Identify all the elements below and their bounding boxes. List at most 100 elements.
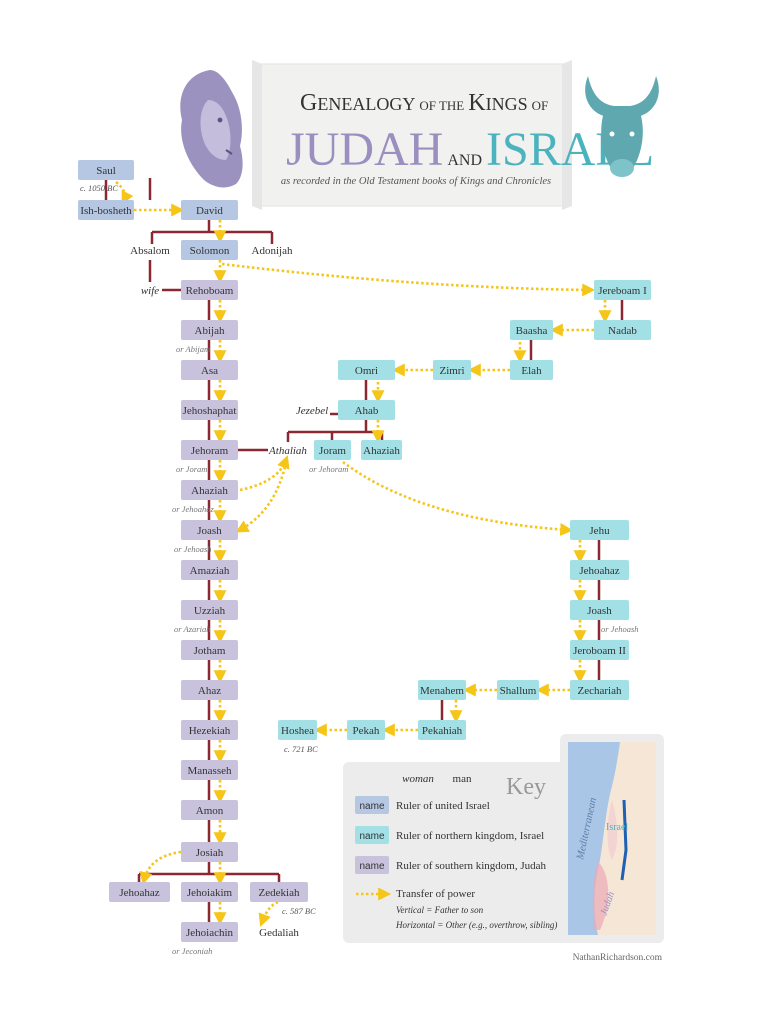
- king-label: Jereboam I: [598, 285, 647, 297]
- box-fill: [510, 320, 553, 340]
- king-abijah: Abijah: [181, 320, 238, 340]
- king-label: Hezekiah: [189, 725, 231, 737]
- box-fill: [181, 400, 238, 420]
- transfer-arrow: [115, 181, 134, 205]
- king-zimri: Zimri: [433, 360, 471, 380]
- king-label: Zedekiah: [259, 887, 300, 899]
- king-zechariah: Zechariah: [570, 680, 629, 700]
- transfer-arrows: [115, 181, 612, 927]
- transfer-arrow: [235, 461, 288, 533]
- king-label: Jehoram: [191, 445, 229, 457]
- king-baasha: Baasha: [510, 320, 553, 340]
- map-israel-label: Israel: [606, 822, 628, 833]
- box-fill: [181, 600, 238, 620]
- king-label: Omri: [355, 365, 378, 377]
- title-judah: JUDAH: [286, 123, 443, 176]
- key-swatch-north: [355, 826, 389, 844]
- king-ahab: Ahab: [338, 400, 395, 420]
- key-swatch-united: [355, 796, 389, 814]
- box-fill: [338, 400, 395, 420]
- box-fill: [181, 360, 238, 380]
- box-fill: [570, 560, 629, 580]
- king-label: Menahem: [420, 685, 464, 697]
- king-solomon: Solomon: [181, 240, 238, 260]
- box-fill: [418, 720, 466, 740]
- king-label: Jehoahaz: [119, 887, 159, 899]
- king-zedekiah: Zedekiah: [250, 882, 308, 902]
- transfer-arrow: [221, 262, 596, 297]
- key-horizontal: Horizontal = Other (e.g., overthrow, sib…: [395, 920, 557, 930]
- key-swatch-label: name: [359, 861, 384, 872]
- key-united: Ruler of united Israel: [396, 800, 490, 812]
- box-fill: [181, 720, 238, 740]
- key-transfer: Transfer of power: [396, 888, 475, 900]
- transfer-arrow: [258, 900, 279, 927]
- king-menahem: Menahem: [418, 680, 466, 700]
- transfer-arrow: [342, 460, 574, 536]
- king-ishbosheth: Ish-bosheth: [78, 200, 134, 220]
- king-joash-judah: Joash: [181, 520, 238, 540]
- box-fill: [181, 480, 238, 500]
- king-manasseh: Manasseh: [181, 760, 238, 780]
- box-fill: [418, 680, 466, 700]
- king-ahaziah-israel: Ahaziah: [361, 440, 402, 460]
- title-line1: GENEALOGY OF THE KINGS OF: [300, 90, 548, 116]
- king-label: Ahaziah: [191, 485, 228, 497]
- king-jehoiachin: Jehoiachin: [181, 922, 238, 942]
- king-hezekiah: Hezekiah: [181, 720, 238, 740]
- note-uzziah: or Azariah: [174, 624, 210, 634]
- key-woman: woman: [402, 773, 434, 785]
- king-label: Joash: [197, 525, 222, 537]
- box-fill: [594, 280, 651, 300]
- king-label: Rehoboam: [186, 285, 234, 297]
- lion-head-icon: [180, 70, 243, 188]
- king-label: Elah: [521, 365, 542, 377]
- key-man: man: [453, 773, 472, 785]
- box-fill: [109, 882, 170, 902]
- king-label: Shallum: [500, 685, 537, 697]
- person-adonijah: Adonijah: [252, 245, 293, 257]
- king-label: Josiah: [196, 847, 224, 859]
- person-athaliah: Athaliah: [268, 445, 307, 457]
- person-jezebel: Jezebel: [296, 405, 328, 417]
- lineage-lines: [104, 178, 624, 922]
- bull-head-icon: [585, 76, 659, 177]
- king-label: Abijah: [195, 325, 225, 337]
- king-jehoahaz-judah: Jehoahaz: [109, 882, 170, 902]
- person-absalom: Absalom: [130, 245, 170, 257]
- box-fill: [181, 922, 238, 942]
- title-subtitle: as recorded in the Old Testament books o…: [281, 176, 551, 187]
- king-label: Jehu: [589, 525, 610, 537]
- king-label: Joram: [319, 445, 346, 457]
- king-jeroboam-ii: Jeroboam II: [570, 640, 629, 660]
- title-and: AND: [447, 152, 482, 169]
- king-josiah: Josiah: [181, 842, 238, 862]
- box-fill: [78, 160, 134, 180]
- key-swatch-south: [355, 856, 389, 874]
- king-label: Ahab: [355, 405, 379, 417]
- king-jehu: Jehu: [570, 520, 629, 540]
- note-joash-israel: or Jehoash: [601, 624, 639, 634]
- king-label: Jehoshaphat: [183, 405, 237, 417]
- note-saul-date: c. 1050 BC: [80, 183, 118, 193]
- king-label: Jeroboam II: [573, 645, 626, 657]
- king-label: Saul: [96, 165, 116, 177]
- king-saul: Saul: [78, 160, 134, 180]
- lineage-line: [286, 420, 384, 442]
- box-fill: [181, 640, 238, 660]
- box-fill: [181, 240, 238, 260]
- king-hoshea: Hoshea: [278, 720, 317, 740]
- king-joram-israel: Joram: [314, 440, 351, 460]
- box-fill: [570, 680, 629, 700]
- box-fill: [361, 440, 402, 460]
- box-fill: [338, 360, 395, 380]
- king-uzziah: Uzziah: [181, 600, 238, 620]
- note-abijah: or Abijam: [176, 344, 210, 354]
- box-fill: [570, 600, 629, 620]
- ruler-boxes: Saul Ish-bosheth David Solomon Rehoboam …: [78, 160, 651, 942]
- box-fill: [181, 520, 238, 540]
- key-swatch-label: name: [359, 831, 384, 842]
- king-label: Ish-bosheth: [80, 205, 132, 217]
- king-jehoahaz-israel: Jehoahaz: [570, 560, 629, 580]
- king-asa: Asa: [181, 360, 238, 380]
